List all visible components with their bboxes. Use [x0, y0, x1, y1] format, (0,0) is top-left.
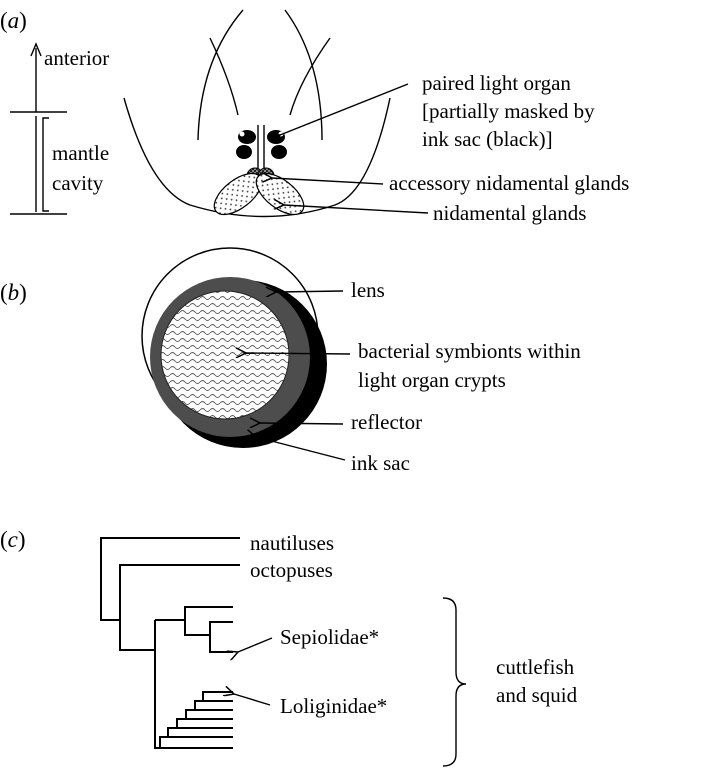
sepiolidae-label: Sepiolidae* — [280, 625, 379, 649]
mantle-label-1: mantle — [52, 141, 109, 165]
lens-label: lens — [351, 278, 385, 302]
panel-b: (b) lens bacterial symbionts within ligh… — [0, 247, 581, 475]
reflector-label: reflector — [351, 410, 422, 434]
arm-outline-right-outer — [284, 9, 323, 141]
tree-sepiolid-bottom — [209, 635, 233, 653]
tree-branch-nautiluses — [100, 537, 240, 621]
symbionts-circle — [160, 290, 290, 420]
loliginidae-label: Loliginidae* — [280, 694, 387, 718]
tree-lolig-2 — [159, 736, 233, 748]
tree-lolig-5 — [185, 709, 233, 719]
symbionts-label-1: bacterial symbionts within — [358, 339, 581, 363]
loliginidae-pointer — [234, 694, 271, 706]
symbionts-pointer — [246, 353, 351, 354]
anterior-arrow-head — [30, 42, 42, 57]
panel-a: (a) anterior mantle cavity — [0, 8, 629, 225]
lens-pointer — [276, 291, 344, 292]
panel-c: (c) nautiluses octopuses Se — [0, 527, 578, 767]
mantle-outline — [123, 97, 391, 218]
group-label-2: and squid — [496, 683, 578, 707]
arm-outline-right-inner — [289, 37, 331, 116]
arm-outline-left-inner — [209, 37, 239, 116]
tree-sepiolid-mid — [184, 620, 233, 636]
tree-lolig-6 — [194, 700, 233, 710]
accessory-label: accessory nidamental glands — [389, 171, 629, 195]
group-label-1: cuttlefish — [496, 655, 575, 679]
light-organ-label-2: [partially masked by — [422, 99, 595, 123]
panel-a-label: (a) — [0, 8, 27, 33]
nidamental-pointer — [284, 205, 429, 214]
phylogenetic-tree — [100, 537, 240, 749]
mantle-bracket — [42, 117, 49, 212]
tree-lolig-3 — [167, 727, 233, 737]
accessory-pointer — [272, 178, 384, 185]
nidamental-glands — [213, 172, 305, 216]
arm-outline-left-outer — [197, 9, 244, 141]
panel-c-label: (c) — [0, 527, 26, 552]
reflector-pointer — [260, 423, 344, 424]
light-organ-label-3: ink sac (black)] — [422, 127, 553, 151]
paired-light-organ — [236, 130, 287, 159]
ink-sac-pointer — [256, 437, 346, 461]
tree-sepiolid-top — [155, 606, 233, 621]
nidamental-label: nidamental glands — [433, 201, 586, 225]
mantle-label-2: cavity — [52, 171, 104, 195]
light-organ-pointer — [280, 83, 409, 135]
nautiluses-label: nautiluses — [250, 531, 334, 555]
tree-lolig-7 — [202, 691, 233, 701]
panel-b-label: (b) — [0, 280, 27, 305]
symbionts-label-2: light organ crypts — [358, 368, 506, 392]
octopuses-label: octopuses — [250, 558, 333, 582]
sepiolidae-pointer — [238, 637, 273, 652]
tree-lolig-4 — [176, 718, 233, 728]
light-organ-label-1: paired light organ — [422, 71, 571, 95]
tree-branch-octopuses — [119, 564, 240, 651]
ink-sac-label: ink sac — [351, 451, 410, 475]
group-bracket — [442, 597, 467, 767]
anterior-label: anterior — [44, 46, 109, 70]
